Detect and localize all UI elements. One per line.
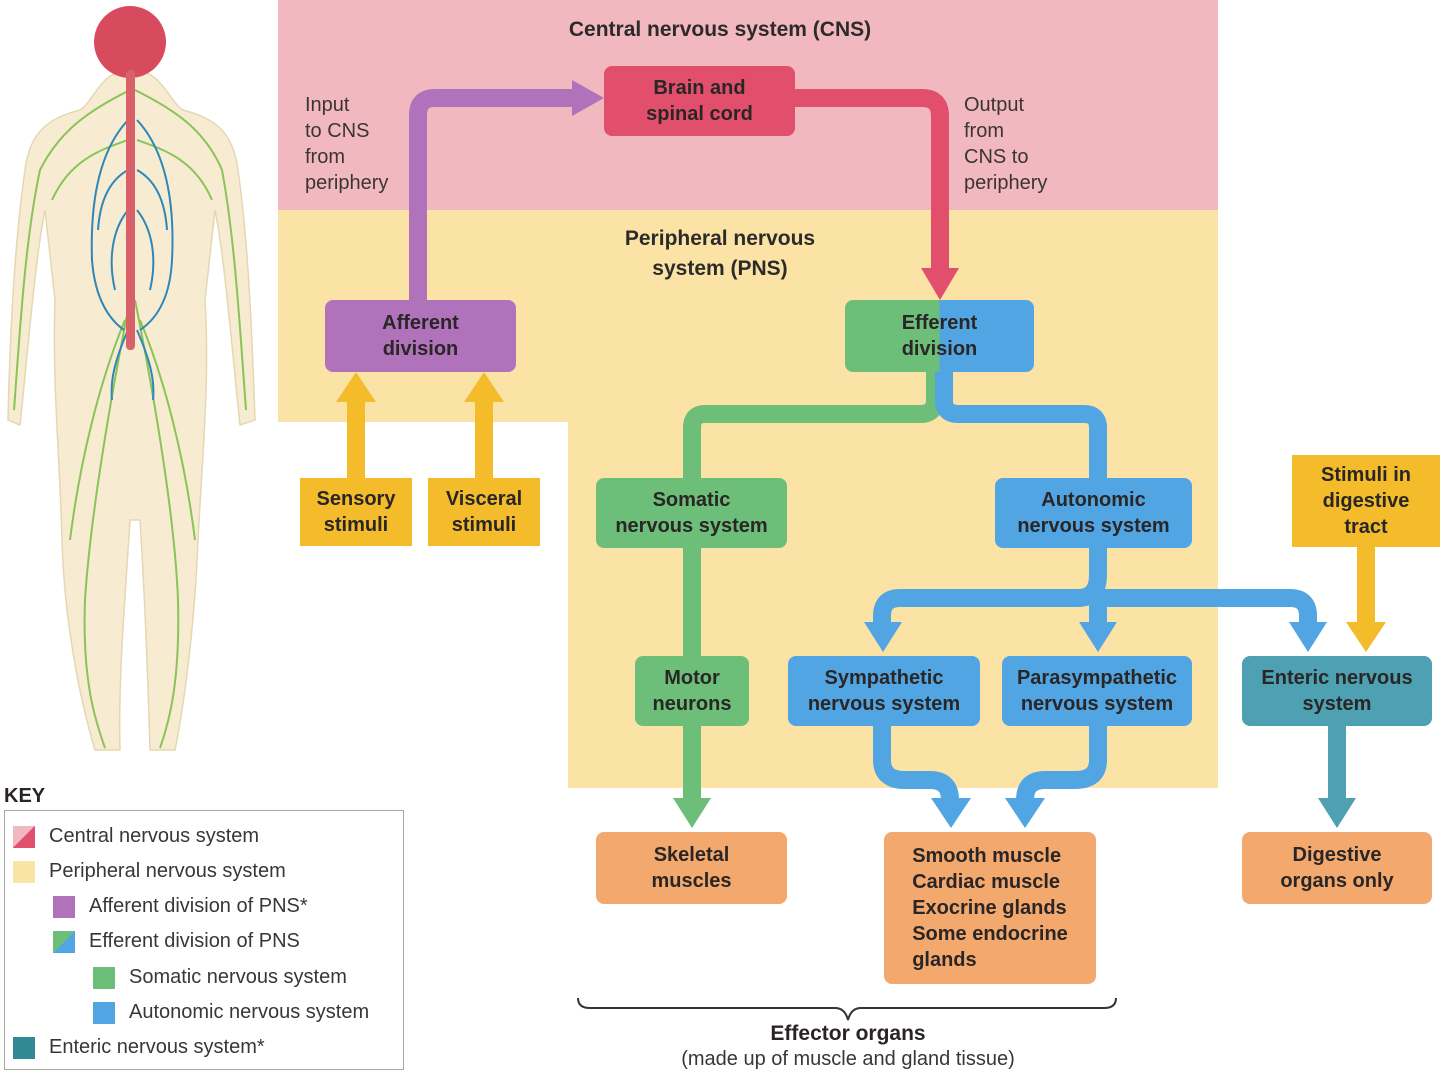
digestive-arrowhead (1318, 798, 1356, 828)
input-note: Input to CNS from periphery (305, 94, 389, 194)
key-item-somatic: Somatic nervous system (93, 966, 347, 989)
output-note: Output from CNS to periphery (964, 94, 1048, 194)
key-label: Afferent division of PNS* (89, 895, 308, 917)
key-label: Peripheral nervous system (49, 860, 286, 882)
sympathetic-effector-arrowhead (931, 798, 971, 828)
skeletal-muscles-box: Skeletal muscles (596, 832, 787, 904)
brain-spinal-cord-box: Brain and spinal cord (604, 66, 795, 136)
somatic-nerves (13, 89, 247, 749)
digestive-organs-box: Digestive organs only (1242, 832, 1432, 904)
key-label: Autonomic nervous system (129, 1001, 370, 1023)
key-label: Somatic nervous system (129, 966, 347, 988)
sensory-stimuli-box: Sensory stimuli (300, 478, 412, 546)
enteric-swatch (13, 1036, 35, 1059)
digestive-stimuli-arrow-shaft (1357, 546, 1375, 628)
efferent-division-box: Efferent division (845, 300, 1034, 372)
parasympathetic-nervous-system-box: Parasympathetic nervous system (1002, 656, 1192, 726)
autonomic-nervous-system-box: Autonomic nervous system (995, 478, 1192, 548)
effector-organs-label: Effector organs (770, 1022, 926, 1045)
enteric-nervous-system-box: Enteric nervous system (1242, 656, 1432, 726)
effector-organs-sublabel: (made up of muscle and gland tissue) (681, 1048, 1015, 1070)
digestive-stimuli-arrowhead (1346, 622, 1386, 652)
autonomic-nerves (90, 119, 174, 401)
visceral-stimuli-box: Visceral stimuli (428, 478, 540, 546)
somatic-swatch (93, 966, 115, 989)
enteric-arrowhead (1289, 622, 1327, 652)
body-outline (7, 69, 256, 751)
spinal-cord (126, 70, 135, 350)
skeletal-arrowhead (673, 798, 711, 828)
nervous-system-body-illustration (7, 6, 256, 751)
key-item-cns: Central nervous system (13, 825, 259, 848)
somatic-nervous-system-box: Somatic nervous system (596, 478, 787, 548)
key-legend: Central nervous system Peripheral nervou… (4, 810, 404, 1070)
key-item-autonomic: Autonomic nervous system (93, 1001, 369, 1024)
parasympathetic-effector-arrowhead (1005, 798, 1045, 828)
key-title: KEY (4, 785, 46, 807)
autonomic-swatch (93, 1001, 115, 1024)
key-label: Efferent division of PNS (89, 930, 300, 952)
motor-neurons-box: Motor neurons (635, 656, 749, 726)
afferent-swatch (53, 895, 75, 918)
pns-swatch (13, 860, 35, 883)
key-item-enteric: Enteric nervous system* (13, 1036, 265, 1059)
smooth-muscle-glands-box: Smooth muscle Cardiac muscle Exocrine gl… (884, 832, 1096, 984)
sympathetic-nervous-system-box: Sympathetic nervous system (788, 656, 980, 726)
afferent-division-box: Afferent division (325, 300, 516, 372)
efferent-swatch (53, 930, 75, 953)
brain (94, 6, 166, 78)
effector-brace (577, 997, 1117, 1021)
pns-region-lower (568, 422, 1218, 788)
key-item-efferent: Efferent division of PNS (53, 930, 300, 953)
cns-swatch (13, 825, 35, 848)
key-item-afferent: Afferent division of PNS* (53, 895, 308, 918)
cns-title: Central nervous system (CNS) (568, 18, 872, 41)
key-label: Enteric nervous system* (49, 1036, 265, 1058)
pns-title: Peripheral nervous system (PNS) (624, 227, 816, 280)
stimuli-digestive-tract-box: Stimuli in digestive tract (1292, 455, 1440, 547)
key-label: Central nervous system (49, 825, 260, 847)
key-item-pns: Peripheral nervous system (13, 860, 286, 883)
